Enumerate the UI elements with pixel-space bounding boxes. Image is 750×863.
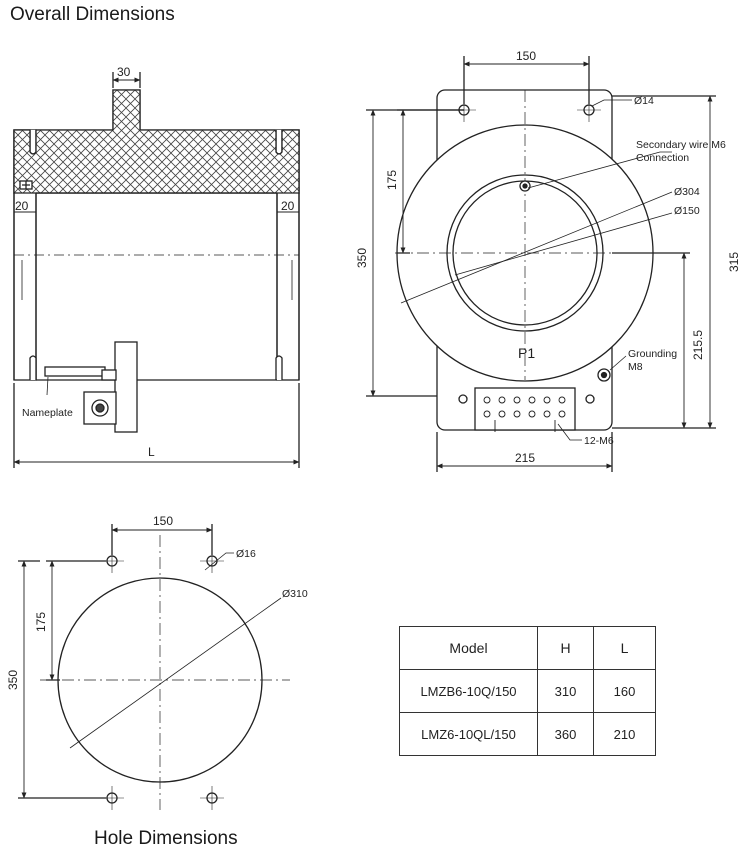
model-table: Model H L LMZB6-10Q/150 310 160 LMZ6-10Q…	[399, 626, 656, 756]
grounding-size-label: M8	[628, 361, 643, 373]
nameplate-label: Nameplate	[22, 407, 73, 419]
front-dim-hole-diameter: Ø14	[634, 95, 654, 107]
hole-dimensions-title: Hole Dimensions	[94, 828, 238, 849]
table-cell-h: 360	[537, 712, 594, 756]
dim-left-flange: 20	[15, 199, 29, 213]
hole-dim-total-height: 350	[6, 670, 20, 690]
table-cell-model: LMZB6-10Q/150	[399, 669, 538, 713]
dim-length: L	[148, 445, 155, 459]
terminal-block	[114, 341, 138, 433]
dim-right-flange: 20	[281, 199, 295, 213]
table-cell-l: 210	[593, 712, 656, 756]
hole-dim-hole-spacing: 150	[153, 514, 173, 528]
front-view	[366, 56, 716, 472]
hole-dim-hole-diameter: Ø16	[236, 548, 256, 560]
hole-dim-circle-diameter: Ø310	[282, 588, 308, 600]
table-cell-l: 160	[593, 669, 656, 713]
table-cell-model: LMZ6-10QL/150	[399, 712, 538, 756]
outer-diameter-label: Ø304	[674, 186, 700, 198]
front-dim-right-height: 315	[727, 252, 741, 272]
secondary-wire-label: Secondary wire M6	[636, 139, 726, 151]
hole-dim-upper-height: 175	[34, 612, 48, 632]
table-row: LMZB6-10Q/150 310 160	[399, 669, 656, 713]
front-dim-base-width: 215	[515, 451, 535, 465]
inner-diameter-label: Ø150	[674, 205, 700, 217]
connection-label: Connection	[636, 152, 689, 164]
table-cell-h: 310	[537, 669, 594, 713]
dim-top-width: 30	[117, 65, 131, 79]
table-header-l: L	[593, 626, 656, 670]
nameplate	[44, 366, 106, 377]
table-header-row: Model H L	[399, 626, 656, 670]
p1-label: P1	[518, 345, 535, 361]
side-view	[13, 72, 300, 468]
table-header-model: Model	[399, 626, 538, 670]
front-dim-lower-height: 215.5	[691, 330, 705, 360]
secondary-terminal-box	[474, 387, 576, 431]
hole-view	[18, 524, 290, 810]
front-dim-upper-height: 175	[385, 170, 399, 190]
table-row: LMZ6-10QL/150 360 210	[399, 712, 656, 756]
table-header-h: H	[537, 626, 594, 670]
front-dim-total-height: 350	[355, 248, 369, 268]
grounding-label: Grounding	[628, 348, 677, 360]
terminals-label: 12-M6	[584, 435, 614, 447]
overall-dimensions-title: Overall Dimensions	[10, 4, 175, 25]
front-dim-hole-spacing: 150	[516, 49, 536, 63]
